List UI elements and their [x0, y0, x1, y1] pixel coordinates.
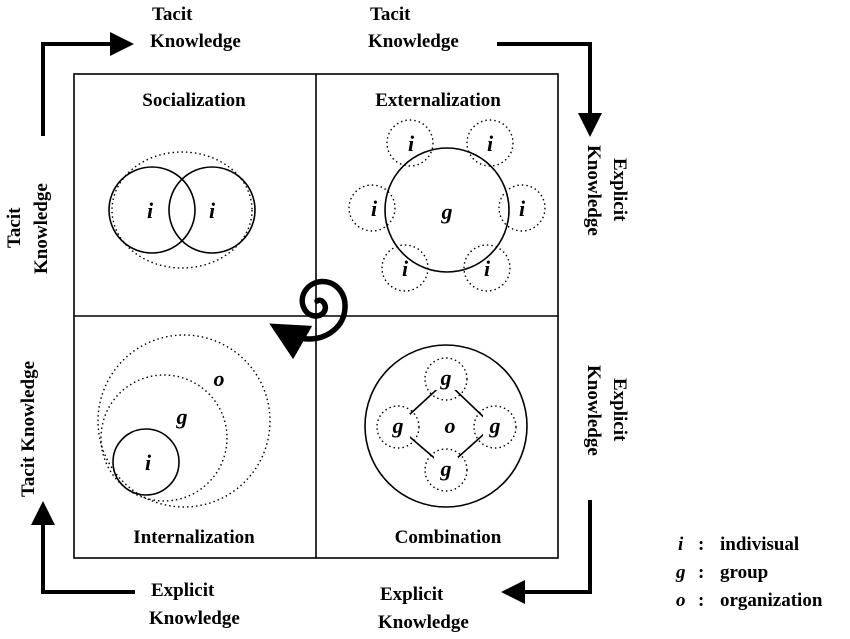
externalization-individual-circle — [348, 184, 396, 232]
combination-organization-circle — [364, 344, 528, 508]
externalization-individual: i — [371, 196, 378, 221]
legend: i : indivisual g : group o : organizatio… — [675, 534, 823, 611]
internalization-individual: i — [145, 450, 152, 475]
internalization-figure: o g i — [97, 334, 271, 508]
externalization-individual-circle — [498, 184, 546, 232]
legend-text-group: group — [720, 562, 768, 583]
socialization-individual-2: i — [209, 198, 216, 223]
label-backdrop — [386, 414, 410, 438]
externalization-individual-circle — [466, 119, 514, 167]
combination-group-circle — [424, 448, 468, 492]
label-backdrop — [434, 457, 458, 481]
combination-group-circle — [424, 357, 468, 401]
socialization-shared-boundary — [111, 151, 253, 269]
label-backdrop — [434, 366, 458, 390]
combination-group-circle — [473, 405, 517, 449]
legend-text-organization: organization — [720, 590, 823, 611]
label-top-left-line2: Knowledge — [150, 31, 241, 52]
label-right-top-line2: Knowledge — [583, 145, 604, 236]
externalization-individual: i — [402, 256, 409, 281]
internalization-organization: o — [214, 366, 225, 391]
label-bottom-left-line2: Knowledge — [149, 608, 240, 629]
combination-group-circle — [376, 405, 420, 449]
label-right-top-line1: Explicit — [609, 158, 630, 222]
arrow-right-to-bottom — [501, 500, 592, 604]
externalization-group-circle — [384, 147, 510, 273]
label-bottom-left-line1: Explicit — [151, 580, 215, 601]
socialization-figure: i i — [108, 151, 256, 269]
legend-symbol-group: g — [675, 562, 686, 583]
quadrant-title-socialization: Socialization — [142, 90, 246, 111]
quadrant-title-internalization: Internalization — [133, 527, 255, 548]
internalization-organization-circle — [97, 334, 271, 508]
internalization-group-circle — [100, 374, 228, 502]
label-left-bottom: Tacit Knowledge — [18, 361, 39, 497]
externalization-individual-circle — [463, 244, 511, 292]
arrow-left-to-top — [41, 32, 134, 136]
combination-organization: o — [445, 413, 456, 438]
socialization-individual-circle-1 — [108, 166, 196, 254]
quadrant-title-externalization: Externalization — [375, 90, 501, 111]
combination-group: g — [440, 365, 452, 390]
cycle-arrows — [31, 32, 602, 604]
label-right-bottom-line1: Explicit — [609, 378, 630, 442]
legend-separator: : — [698, 562, 704, 583]
quadrant-title-combination: Combination — [395, 527, 502, 548]
arrow-bottom-to-left — [31, 501, 135, 594]
label-backdrop — [483, 414, 507, 438]
internalization-individual-circle — [112, 428, 180, 496]
combination-group: g — [489, 413, 501, 438]
label-bottom-right-line1: Explicit — [380, 584, 444, 605]
legend-symbol-organization: o — [676, 590, 686, 611]
label-left-top-line1: Tacit — [4, 207, 25, 248]
combination-figure: g g g g o — [364, 344, 528, 508]
legend-separator: : — [698, 534, 704, 555]
legend-symbol-individual: i — [678, 534, 684, 555]
externalization-individual: i — [484, 256, 491, 281]
externalization-group: g — [441, 199, 453, 224]
internalization-group: g — [176, 404, 188, 429]
externalization-figure: i i i i i i g — [348, 119, 546, 292]
legend-separator: : — [698, 590, 704, 611]
externalization-individual-circle — [381, 244, 429, 292]
legend-text-individual: indivisual — [720, 534, 799, 555]
externalization-individual-circle — [386, 119, 434, 167]
externalization-individual: i — [408, 131, 415, 156]
arrow-top-to-right — [497, 42, 602, 137]
label-right-bottom-line2: Knowledge — [583, 365, 604, 456]
combination-group: g — [392, 413, 404, 438]
label-top-right-line1: Tacit — [370, 4, 411, 25]
externalization-individual: i — [519, 196, 526, 221]
knowledge-spiral — [269, 278, 348, 360]
label-bottom-right-line2: Knowledge — [378, 612, 469, 633]
combination-group: g — [440, 456, 452, 481]
label-top-left-line1: Tacit — [152, 4, 193, 25]
socialization-individual-1: i — [147, 198, 154, 223]
externalization-individual: i — [487, 131, 494, 156]
socialization-individual-circle-2 — [168, 166, 256, 254]
label-left-top-line2: Knowledge — [31, 183, 52, 274]
label-top-right-line2: Knowledge — [368, 31, 459, 52]
